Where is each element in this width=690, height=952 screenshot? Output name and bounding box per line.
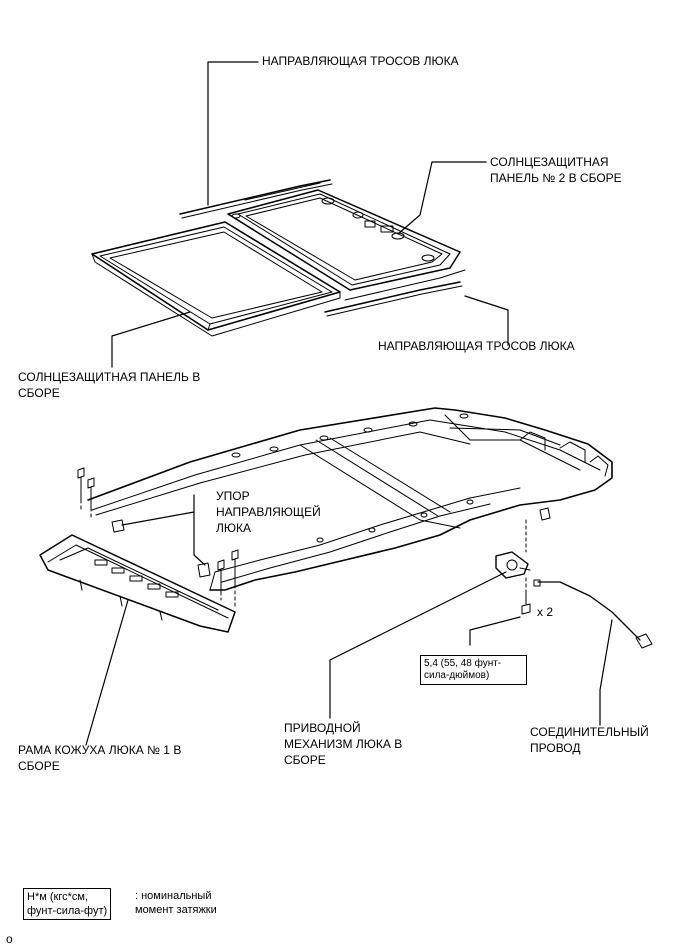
label-wire-line2: ПРОВОД bbox=[530, 741, 581, 755]
guide-rail-bottom bbox=[324, 269, 466, 317]
legend-box-line2: фунт-сила-фут) bbox=[27, 905, 108, 917]
torque-spec-line2: сила-дюймов) bbox=[424, 670, 490, 681]
guide-stop bbox=[197, 549, 239, 593]
drive-screws bbox=[521, 589, 531, 615]
leader-lines bbox=[85, 61, 613, 746]
torque-spec-box: 5,4 (55, 48 фунт- сила-дюймов) bbox=[420, 655, 527, 685]
bolts-left bbox=[77, 467, 125, 533]
connecting-wire bbox=[533, 579, 653, 649]
legend-text-line1: : номинальный bbox=[135, 890, 212, 902]
label-sunshade2-line2: ПАНЕЛЬ № 2 В СБОРЕ bbox=[490, 171, 622, 185]
label-drive-line3: СБОРЕ bbox=[284, 753, 326, 767]
label-wire-line1: СОЕДИНИТЕЛЬНЫЙ bbox=[530, 725, 649, 739]
label-frame-line1: РАМА КОЖУХА ЛЮКА № 1 В bbox=[18, 743, 182, 757]
legend-text-line2: момент затяжки bbox=[135, 904, 217, 916]
sunshade-panel-2 bbox=[227, 189, 461, 291]
label-stop-line1: УПОР bbox=[216, 489, 250, 503]
sunroof-housing bbox=[87, 407, 613, 591]
legend-box-line1: Н*м (кгс*см, bbox=[27, 891, 88, 903]
label-sunshade-line1: СОЛНЦЕЗАЩИТНАЯ ПАНЕЛЬ В bbox=[18, 370, 201, 384]
label-drive-line2: МЕХАНИЗМ ЛЮКА В bbox=[284, 737, 403, 751]
label-frame-line2: СБОРЕ bbox=[18, 759, 60, 773]
legend-torque-box: Н*м (кгс*см, фунт-сила-фут) bbox=[23, 888, 112, 920]
label-stop-line3: ЛЮКА bbox=[216, 521, 251, 535]
label-sunshade-line2: СБОРЕ bbox=[18, 386, 60, 400]
legend-description: : номинальный момент затяжки bbox=[135, 889, 217, 917]
label-guide-top: НАПРАВЛЯЮЩАЯ ТРОСОВ ЛЮКА bbox=[262, 54, 459, 68]
label-qty: x 2 bbox=[537, 605, 554, 619]
sunshade-panel bbox=[91, 221, 341, 337]
label-sunshade2-line1: СОЛНЦЕЗАЩИТНАЯ bbox=[490, 155, 609, 169]
housing-frame-1 bbox=[39, 534, 236, 633]
dashed-guides bbox=[80, 499, 527, 607]
torque-spec-line1: 5,4 (55, 48 фунт- bbox=[424, 658, 502, 669]
guide-rail-top bbox=[179, 179, 333, 219]
label-stop-line2: НАПРАВЛЯЮЩЕЙ bbox=[216, 505, 321, 519]
label-guide-bottom: НАПРАВЛЯЮЩАЯ ТРОСОВ ЛЮКА bbox=[378, 339, 575, 353]
corner-mark: o bbox=[6, 932, 13, 946]
drive-gear-assembly bbox=[495, 551, 531, 579]
label-drive-line1: ПРИВОДНОЙ bbox=[284, 721, 361, 735]
